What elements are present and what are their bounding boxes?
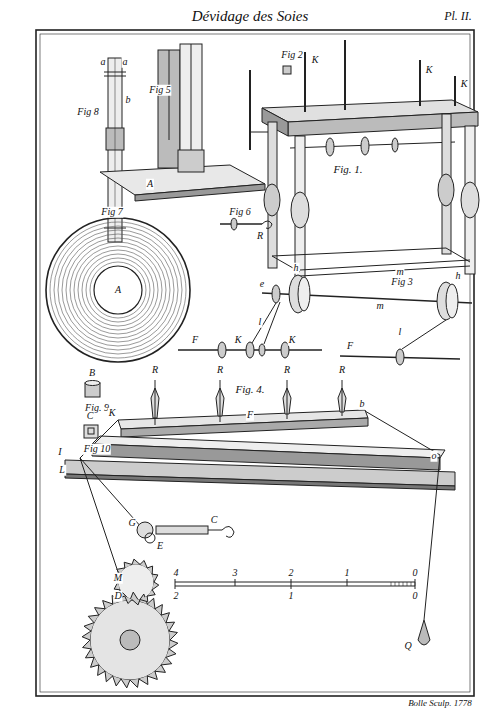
scale-tick xyxy=(391,582,392,586)
fig3-reel-axle xyxy=(178,275,472,365)
figure-label: h xyxy=(293,263,300,274)
gear-teeth xyxy=(82,592,178,688)
figure-label: Fig 2 xyxy=(280,50,303,61)
wood-ring xyxy=(58,230,178,350)
figure-label: C xyxy=(210,515,219,526)
figure-label: e xyxy=(259,279,265,290)
figure-label: K xyxy=(288,335,297,346)
figure-label: K xyxy=(311,55,320,66)
figure-label: h xyxy=(455,271,462,282)
gear-teeth xyxy=(113,559,159,605)
figure-label: B xyxy=(88,368,96,379)
figure-label: A xyxy=(114,285,122,296)
figure-label: R xyxy=(216,365,224,376)
figure-label: 1 xyxy=(288,591,295,602)
wood-ring xyxy=(66,238,170,342)
figure-label: A xyxy=(146,179,154,190)
figure-label: 4 xyxy=(173,568,180,579)
figure-label: Fig 3 xyxy=(390,277,413,288)
figure-label: Fig 10 xyxy=(83,444,111,455)
wood-ring xyxy=(86,258,150,322)
figure-label: K xyxy=(234,335,243,346)
figure-label: R xyxy=(151,365,159,376)
figure-label: o xyxy=(431,451,438,462)
figure-label: b xyxy=(359,399,366,410)
figure-label: K xyxy=(425,65,434,76)
wood-ring xyxy=(70,242,166,338)
scale-tick xyxy=(399,582,400,586)
figure-label: R xyxy=(283,365,291,376)
fig1-machine xyxy=(250,40,479,286)
figure-label: a xyxy=(100,57,107,68)
wood-ring xyxy=(78,250,158,330)
figure-label: Fig. 1. xyxy=(332,164,363,176)
figure-label: Fig 6 xyxy=(228,207,251,218)
figure-label: 3 xyxy=(232,568,239,579)
fig7-disc xyxy=(46,218,190,362)
engraver-signature: Bolle Sculp. 1778 xyxy=(407,699,473,708)
wood-ring xyxy=(50,222,186,358)
scale-tick xyxy=(411,582,412,586)
figure-label: l xyxy=(258,317,263,328)
wood-ring xyxy=(90,262,146,318)
fig4-winder xyxy=(65,380,455,680)
fig6-spindle xyxy=(220,218,272,230)
figure-label: 0 xyxy=(412,568,419,579)
wood-ring xyxy=(62,234,174,346)
wood-ring xyxy=(82,254,154,326)
figure-label: F xyxy=(246,410,254,421)
scale-tick xyxy=(415,582,416,586)
figure-label: a xyxy=(122,57,129,68)
figure-label: Fig 5 xyxy=(148,85,171,96)
figure-label: F xyxy=(191,335,199,346)
figure-label: m xyxy=(395,267,404,278)
scale-bar xyxy=(175,579,415,589)
figure-label: K xyxy=(460,79,469,90)
fig9-bobbin xyxy=(85,381,100,398)
figure-label: l xyxy=(398,327,403,338)
figure-label: 0 xyxy=(412,591,419,602)
plate-frame xyxy=(40,34,470,692)
figure-label: R xyxy=(256,231,264,242)
scale-tick xyxy=(403,582,404,586)
figure-label: F xyxy=(346,341,354,352)
figure-label: Fig 7 xyxy=(100,207,123,218)
figure-label: 2 xyxy=(288,568,295,579)
figure-label: I xyxy=(57,447,62,458)
scale-tick xyxy=(407,582,408,586)
figure-label: K xyxy=(108,408,117,419)
figure-label: Fig 8 xyxy=(76,107,99,118)
fig10-block xyxy=(84,425,98,438)
figure-label: Q xyxy=(403,641,412,652)
fig5-stand xyxy=(100,44,265,201)
fig2-block xyxy=(283,66,291,74)
figure-label: C xyxy=(86,411,95,422)
scale-tick xyxy=(395,582,396,586)
figure-label: 1 xyxy=(344,568,351,579)
figure-label: m xyxy=(375,301,384,312)
figure-label: 2 xyxy=(173,591,180,602)
figure-label: E xyxy=(156,541,164,552)
figure-label: M xyxy=(113,573,123,584)
plate-title: Dévidage des Soies xyxy=(190,8,311,25)
figure-label: b xyxy=(125,95,132,106)
figure-label: D xyxy=(113,591,122,602)
wood-ring xyxy=(54,226,182,354)
wood-ring xyxy=(74,246,162,334)
figure-label: R xyxy=(338,365,346,376)
figure-label: L xyxy=(58,465,66,476)
plate-number: Pl. II. xyxy=(443,10,473,23)
figure-label: Fig. 4. xyxy=(234,384,265,396)
figure-label: G xyxy=(127,518,136,529)
